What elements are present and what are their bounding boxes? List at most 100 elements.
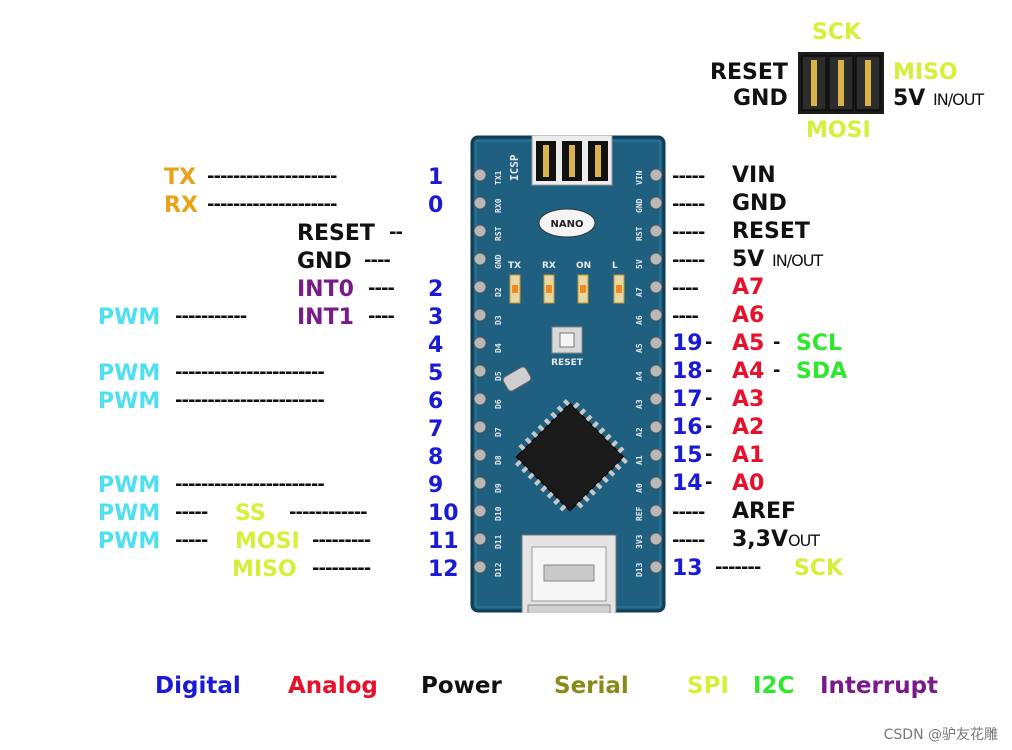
chip-pin [543, 418, 551, 426]
board-right-pin-silk: 5V [635, 259, 644, 269]
board-left-pin-hole [473, 196, 487, 210]
chip-pin [559, 504, 567, 512]
right-33v-dashes: ----- [672, 530, 705, 551]
legend-digital: Digital [155, 673, 241, 699]
right-5v-label: 5V IN/OUT [732, 247, 823, 272]
board-reset-silk: RESET [551, 358, 584, 368]
chip-pin [585, 414, 593, 422]
chip-pin [527, 472, 535, 480]
board-left-pin-silk: D9 [494, 483, 503, 493]
chip-pin [514, 459, 522, 467]
chip-pin [533, 478, 542, 486]
board-right-pin-hole [649, 364, 663, 378]
board-left-pin-hole [473, 364, 487, 378]
pin-num-19: 19 [672, 331, 703, 356]
board-left-pin-hole [473, 280, 487, 294]
board-right-pin-silk: VIN [635, 170, 644, 185]
right-sck-label: SCK [794, 556, 844, 581]
chip-pin [550, 411, 558, 419]
board-left-pin-hole [473, 420, 487, 434]
board-right-pin-hole [649, 308, 663, 322]
board-left-pin-hole [473, 308, 487, 322]
right-a5-label: A5 [732, 331, 765, 356]
board-left-pin-silk: RX0 [494, 198, 503, 213]
chip-pin [556, 405, 564, 413]
board-left-pin-silk: D6 [494, 399, 503, 409]
board-right-pin-hole [649, 168, 663, 182]
right-a7-label: A7 [732, 275, 765, 300]
pin-num-14: 14 [672, 471, 703, 496]
pin-num-8: 8 [428, 445, 444, 470]
chip-pin [589, 488, 597, 496]
left-pwm-label-d11: PWM [98, 529, 161, 554]
chip-pin [537, 424, 545, 432]
pin-num-0: 0 [428, 193, 444, 218]
board-left-pin-hole [473, 532, 487, 546]
right-a3-label: A3 [732, 387, 765, 412]
chip-pin [524, 437, 532, 445]
board-left-pin-silk: GND [494, 254, 503, 269]
legend-i2c: I2C [753, 673, 795, 699]
board-left-pin-silk: D8 [494, 455, 503, 465]
pin-num-6: 6 [428, 389, 444, 414]
board-icsp-silk: ICSP [508, 154, 521, 181]
board-right-pin-silk: GND [635, 198, 644, 213]
chip-pin [595, 482, 603, 490]
board-left-pin-silk: D7 [494, 427, 503, 437]
chip-pin [518, 443, 526, 451]
left-pwm-d6-dashes: ----------------------- [175, 390, 325, 411]
board-right-pin-hole [649, 336, 663, 350]
right-14-dash: - [705, 472, 713, 493]
left-pwm-d5-dashes: ----------------------- [175, 362, 325, 383]
left-pwm-label-d9: PWM [98, 473, 161, 498]
chip-pin [546, 491, 554, 499]
right-a2-label: A2 [732, 415, 765, 440]
board-right-pin-hole [649, 448, 663, 462]
chip-pin [620, 457, 628, 465]
board-right-pin-hole [649, 196, 663, 210]
left-mosi-label: MOSI [235, 529, 300, 554]
board-led-on-label: ON [576, 261, 591, 271]
right-reset-label: RESET [732, 219, 810, 244]
board-led-rx-label: RX [542, 261, 556, 271]
chip-pin [617, 446, 625, 454]
right-a0-label: A0 [732, 471, 765, 496]
chip-pin [553, 498, 561, 506]
chip-pin [540, 485, 548, 493]
board-nano-label: NANO [551, 219, 584, 230]
right-reset-dashes: ----- [672, 222, 705, 243]
board-left-pin-silk: TX1 [494, 170, 503, 185]
right-scl-label: SCL [796, 331, 843, 356]
board-right-pin-silk: D13 [635, 562, 644, 577]
legend-serial: Serial [554, 673, 629, 699]
board-right-pin-silk: A5 [635, 343, 644, 353]
right-13-dashes: ------- [715, 557, 761, 578]
right-19-dash: - [705, 332, 713, 353]
left-int1-label: INT1 [297, 305, 354, 330]
pin-num-15: 15 [672, 443, 703, 468]
left-ss-dashes: ------------ [289, 502, 368, 523]
board-left-pin-silk: D4 [494, 343, 503, 353]
pin-num-9: 9 [428, 473, 444, 498]
board-right-pin-silk: 3V3 [635, 534, 644, 549]
left-rx-label: RX [164, 193, 198, 218]
board-right-pin-hole [649, 504, 663, 518]
board-right-pin-silk: A0 [635, 483, 644, 493]
icsp-mosi-label: MOSI [806, 118, 871, 143]
board-left-pin-silk: D10 [494, 506, 503, 521]
watermark: CSDN @驴友花雕 [883, 727, 998, 743]
right-a4-dash: - [773, 360, 781, 381]
pin-num-7: 7 [428, 417, 444, 442]
right-a6-dashes: ---- [672, 306, 699, 327]
right-a7-dashes: ---- [672, 278, 699, 299]
board-right-pin-hole [649, 532, 663, 546]
board-right-pin-silk: A4 [635, 371, 644, 381]
board-right-pin-hole [649, 280, 663, 294]
pin-num-12: 12 [428, 557, 459, 582]
pin-num-2: 2 [428, 277, 444, 302]
left-int0-label: INT0 [297, 277, 354, 302]
icsp-5v-label: 5V IN/OUT [893, 86, 984, 111]
board-left-pin-hole [473, 168, 487, 182]
left-mosi-dashes: --------- [312, 530, 371, 551]
board-left-pin-hole [473, 392, 487, 406]
